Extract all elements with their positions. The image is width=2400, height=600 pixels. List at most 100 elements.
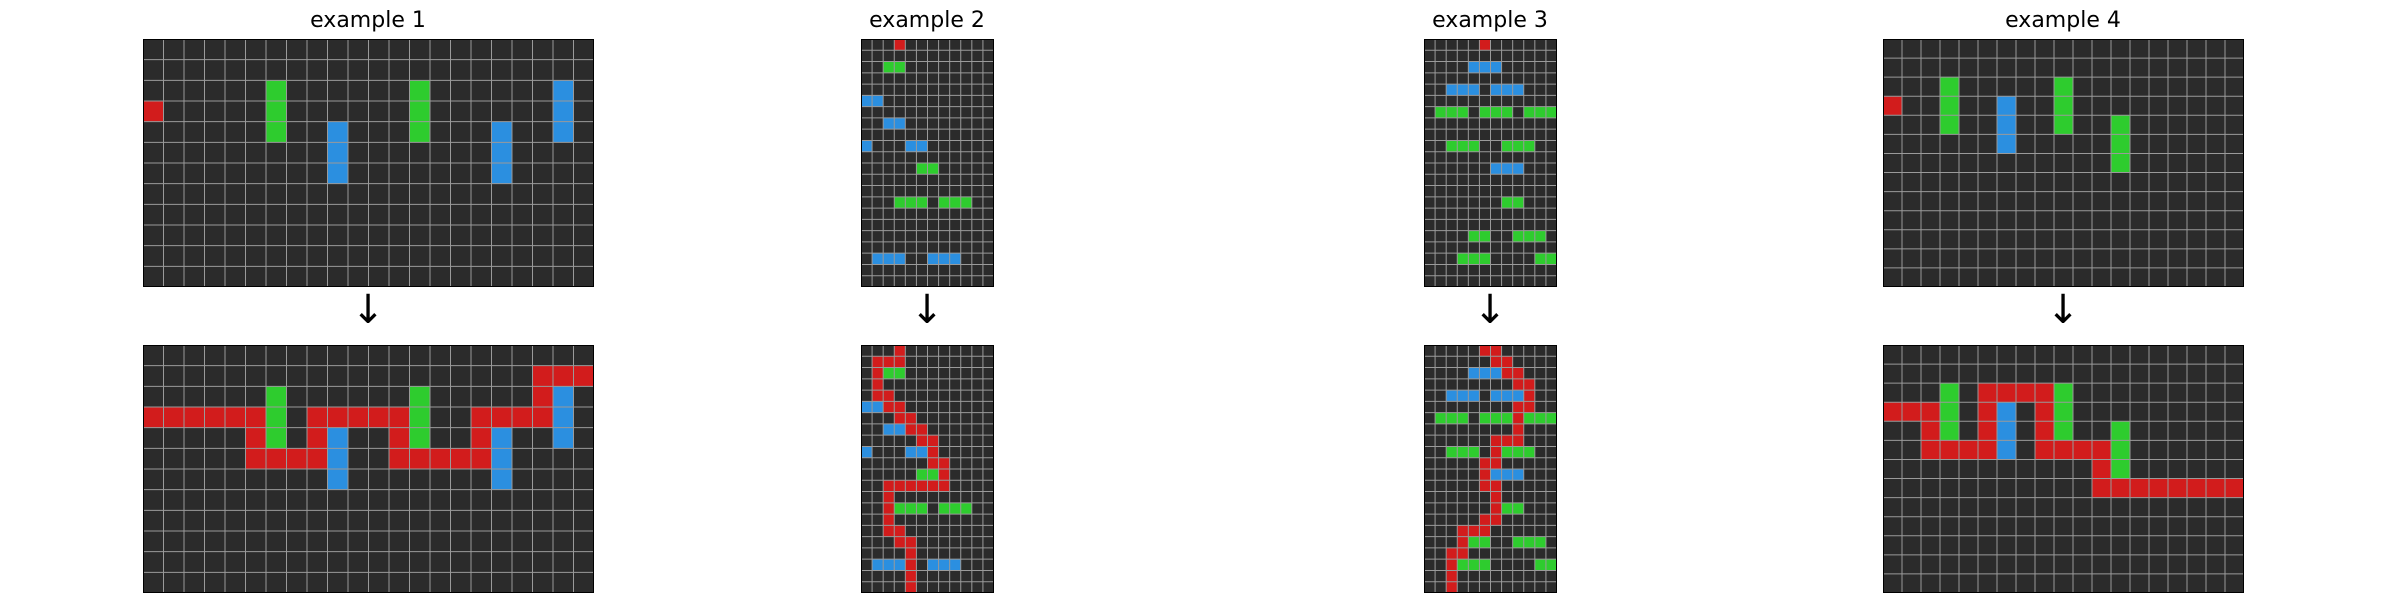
blue-cell (1512, 469, 1524, 481)
green-cell (1523, 536, 1535, 548)
blue-cell (327, 142, 348, 163)
blue-cell (1468, 61, 1480, 73)
red-cell (286, 448, 307, 469)
red-cell (2092, 459, 2111, 479)
red-cell (1512, 435, 1524, 447)
red-cell (905, 547, 917, 560)
grid-border (861, 39, 994, 287)
example-2-output-grid (861, 345, 994, 593)
green-cell (1468, 140, 1480, 152)
red-cell (573, 365, 594, 387)
red-cell (245, 427, 266, 449)
red-cell (1479, 525, 1491, 537)
green-cell (1468, 230, 1480, 242)
blue-cell (894, 117, 906, 130)
green-cell (1501, 446, 1513, 458)
red-cell (1446, 570, 1458, 582)
red-cell (1446, 581, 1458, 593)
green-cell (949, 502, 961, 515)
example-4-title: example 4 (2005, 8, 2121, 33)
red-cell (872, 367, 884, 379)
blue-cell (894, 253, 906, 265)
red-cell (916, 480, 928, 492)
blue-cell (1490, 469, 1502, 481)
red-cell (927, 457, 939, 469)
red-cell (2092, 440, 2111, 460)
blue-cell (1997, 134, 2016, 154)
blue-cell (553, 427, 574, 449)
red-cell (1490, 491, 1502, 503)
red-cell (2035, 440, 2054, 460)
red-cell (1978, 440, 1997, 460)
blue-cell (1468, 84, 1480, 96)
red-cell (225, 407, 246, 428)
blue-cell (553, 80, 574, 101)
blue-cell (861, 446, 873, 458)
green-cell (2111, 115, 2130, 135)
blue-cell (927, 559, 939, 571)
blue-cell (894, 423, 906, 436)
green-cell (1940, 77, 1959, 97)
red-cell (1501, 435, 1513, 447)
grid-background (1883, 345, 2244, 593)
red-cell (512, 407, 533, 428)
green-cell (1534, 106, 1546, 118)
green-cell (1523, 230, 1535, 242)
green-cell (409, 386, 430, 407)
green-cell (905, 196, 917, 209)
red-cell (1479, 39, 1491, 51)
example-4-output-grid (1883, 345, 2244, 593)
red-cell (883, 491, 895, 503)
red-cell (883, 356, 895, 368)
green-cell (409, 427, 430, 449)
green-cell (409, 407, 430, 428)
green-cell (266, 386, 287, 407)
blue-cell (1490, 61, 1502, 73)
red-cell (938, 469, 950, 481)
red-cell (883, 480, 895, 492)
red-cell (2225, 478, 2244, 498)
red-cell (1501, 356, 1513, 368)
green-cell (1479, 230, 1491, 242)
blue-cell (872, 559, 884, 571)
blue-cell (327, 427, 348, 449)
red-cell (927, 435, 939, 447)
example-1-input-grid (143, 39, 594, 287)
green-cell (916, 469, 928, 481)
blue-cell (1479, 367, 1491, 379)
red-cell (143, 407, 164, 428)
red-cell (883, 390, 895, 402)
blue-cell (1501, 163, 1513, 175)
red-cell (553, 365, 574, 387)
green-cell (409, 121, 430, 143)
red-cell (938, 457, 950, 469)
green-cell (1523, 446, 1535, 458)
red-cell (883, 525, 895, 537)
green-cell (1435, 412, 1447, 424)
blue-cell (1501, 84, 1513, 96)
red-cell (1921, 440, 1940, 460)
blue-cell (327, 163, 348, 184)
red-cell (2016, 383, 2035, 403)
red-cell (1479, 514, 1491, 526)
green-cell (1501, 502, 1513, 515)
red-cell (883, 502, 895, 515)
green-cell (266, 80, 287, 101)
blue-cell (1512, 163, 1524, 175)
red-cell (1490, 457, 1502, 469)
red-cell (450, 448, 471, 469)
grid-background (1883, 39, 2244, 287)
red-cell (471, 427, 492, 449)
red-cell (1490, 435, 1502, 447)
green-cell (1468, 536, 1480, 548)
red-cell (894, 412, 906, 424)
red-cell (1490, 502, 1502, 515)
green-cell (1534, 253, 1546, 265)
red-cell (532, 365, 553, 387)
red-cell (905, 480, 917, 492)
green-cell (1512, 140, 1524, 152)
red-cell (1479, 469, 1491, 481)
green-cell (1479, 412, 1491, 424)
green-cell (1940, 383, 1959, 403)
red-cell (1468, 525, 1480, 537)
